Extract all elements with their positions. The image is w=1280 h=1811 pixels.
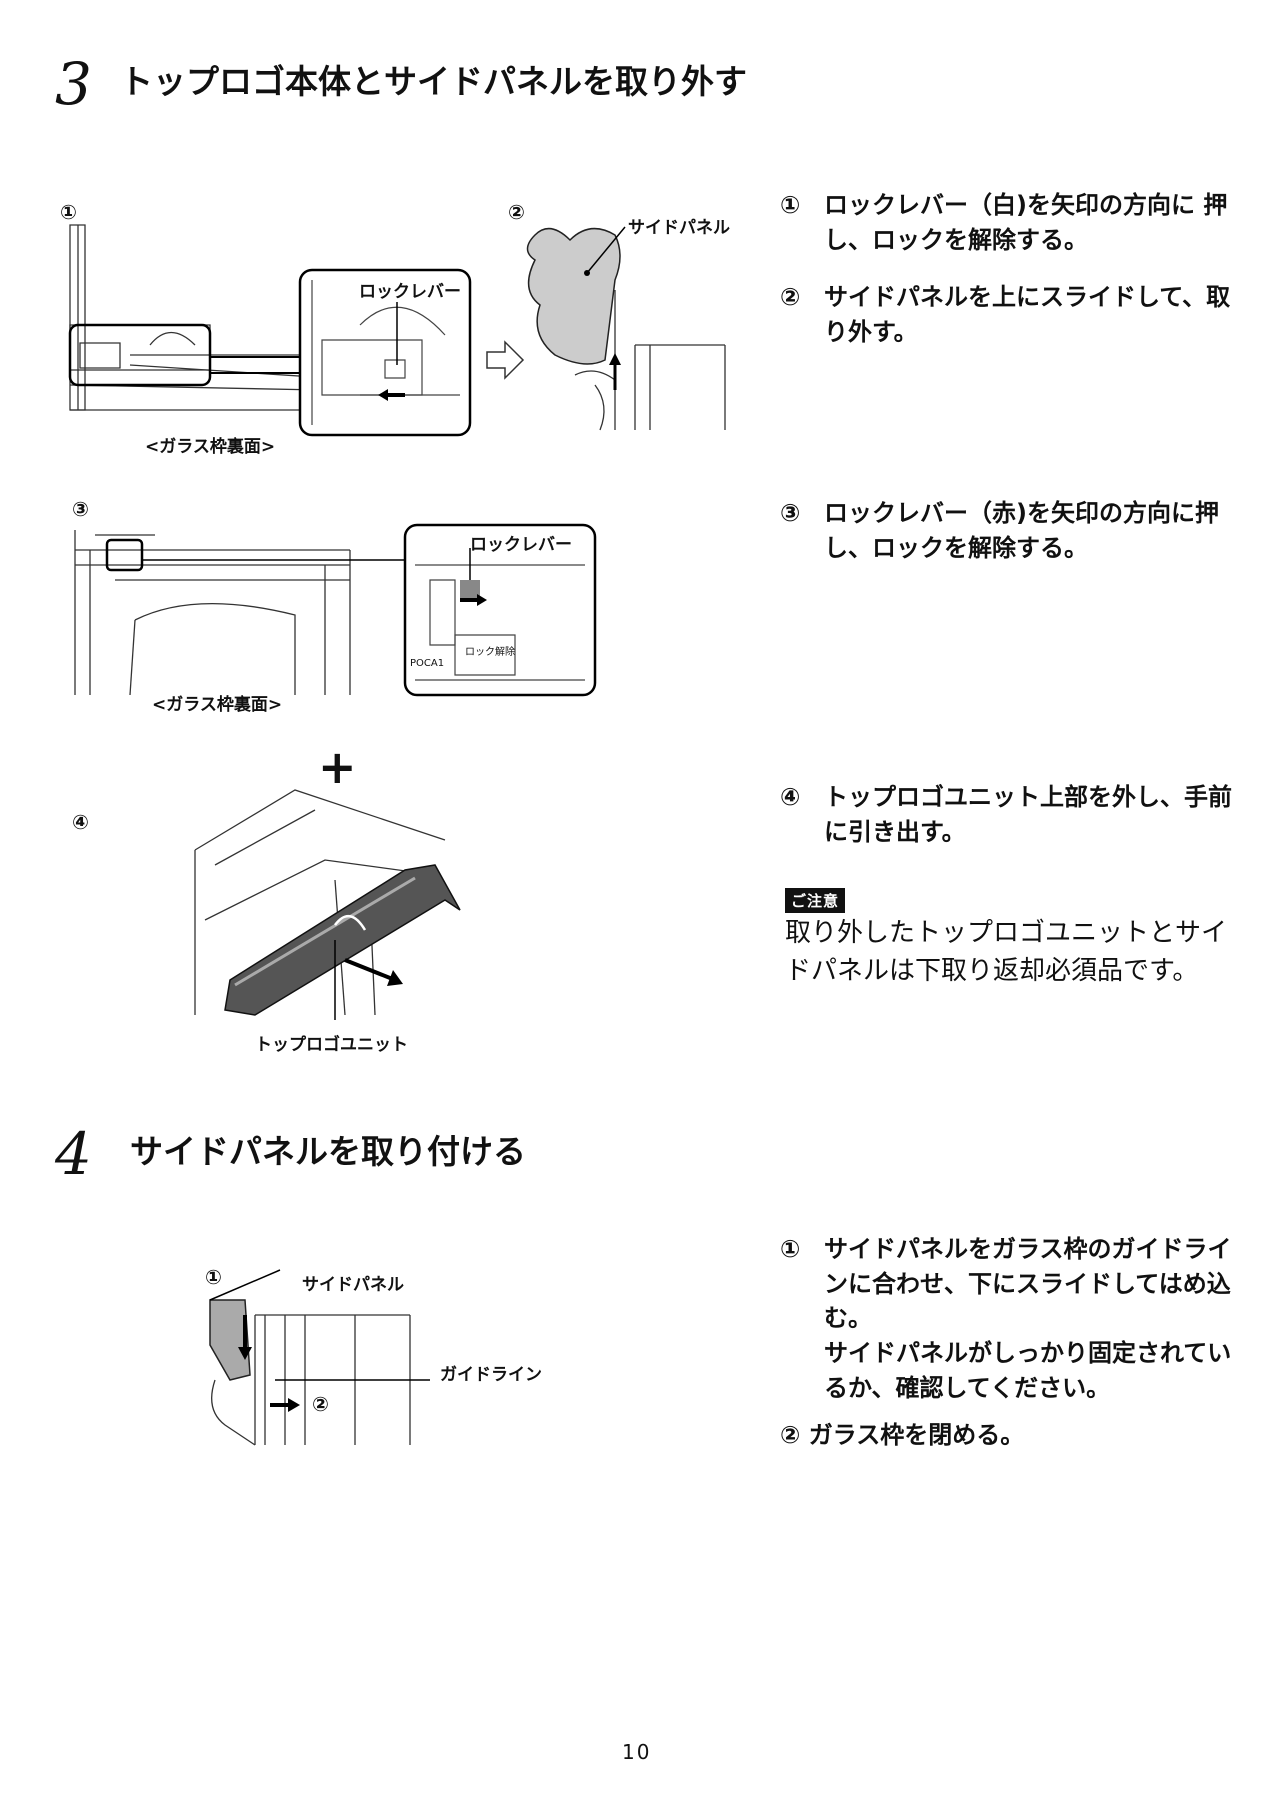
s3-step-1-num: ① — [780, 191, 801, 219]
s3-step-3-num: ③ — [780, 499, 801, 527]
s3-step-2-text: サイドパネルを上にスライドして、取り外す。 — [824, 282, 1231, 346]
section-4-number: 4 — [55, 1120, 92, 1188]
s4-step-2-num: ② — [780, 1421, 801, 1449]
section-3-title: トップロゴ本体とサイドパネルを取り外す — [120, 62, 747, 101]
s4-step-2-text: ガラス枠を閉める。 — [808, 1421, 1025, 1449]
s4-fig-callout-side-panel: サイドパネル — [302, 1275, 404, 1295]
fig3-marker: ③ — [72, 497, 89, 521]
s4-fig-marker-1: ① — [205, 1265, 222, 1289]
s3-step-4: ④ トップロゴユニット上部を外し、手前に引き出す。 — [780, 780, 1240, 849]
caution-text: 取り外したトップロゴユニットとサイドパネルは下取り返却必須品です。 — [785, 918, 1228, 986]
s4-step-1-num: ① — [780, 1235, 801, 1263]
fig4-illustration — [195, 790, 495, 1025]
caution-tag: ご注意 — [785, 888, 846, 913]
fig2-callout-side-panel: サイドパネル — [628, 218, 730, 238]
s4-step-2: ② ガラス枠を閉める。 — [780, 1418, 1240, 1453]
fig3-illustration — [75, 520, 600, 695]
fig1-callout-lock-lever: ロックレバー — [355, 277, 465, 302]
fig1-caption: <ガラス枠裏面> — [145, 437, 276, 457]
s3-step-2-num: ② — [780, 283, 801, 311]
section-3-number: 3 — [55, 50, 92, 118]
s3-step-3: ③ ロックレバー（赤)を矢印の方向に押し、ロックを解除する。 — [780, 496, 1240, 565]
s3-step-1-text: ロックレバー（白)を矢印の方向に 押し、ロックを解除する。 — [824, 190, 1228, 254]
fig3-callout-lock-lever: ロックレバー — [470, 535, 572, 555]
s4-fig-marker-2: ② — [312, 1392, 329, 1416]
page-number: 10 — [622, 1740, 652, 1764]
section-4-title: サイドパネルを取り付ける — [130, 1132, 526, 1171]
s4-fig-illustration — [205, 1285, 535, 1445]
s3-step-3-text: ロックレバー（赤)を矢印の方向に押し、ロックを解除する。 — [824, 498, 1219, 562]
fig3-caption: <ガラス枠裏面> — [152, 695, 283, 715]
fig2-marker: ② — [508, 200, 525, 224]
fig1-marker: ① — [60, 200, 77, 224]
s3-step-1: ① ロックレバー（白)を矢印の方向に 押し、ロックを解除する。 — [780, 188, 1240, 257]
fig3-small-label-unlock: ロック解除 — [465, 647, 515, 658]
fig2-illustration — [515, 225, 730, 435]
s4-step-1: ① サイドパネルをガラス枠のガイドラインに合わせ、下にスライドしてはめ込む。 サイ… — [780, 1232, 1240, 1406]
fig3-small-label-poca: POCA1 — [410, 658, 445, 669]
fig1-illustration — [60, 225, 480, 440]
s4-step-1-text2: サイドパネルがしっかり固定されているか、確認してください。 — [824, 1339, 1232, 1402]
plus-sign: + — [318, 740, 357, 794]
s3-step-4-num: ④ — [780, 783, 801, 811]
fig4-callout-top-logo-unit: トップロゴユニット — [255, 1035, 408, 1055]
s4-fig-callout-guideline: ガイドライン — [440, 1365, 542, 1385]
next-arrow-icon — [485, 340, 525, 380]
s3-step-2: ② サイドパネルを上にスライドして、取り外す。 — [780, 280, 1240, 349]
fig4-marker: ④ — [72, 810, 89, 834]
s4-step-1-text: サイドパネルをガラス枠のガイドラインに合わせ、下にスライドしてはめ込む。 — [824, 1234, 1232, 1333]
s3-step-4-text: トップロゴユニット上部を外し、手前に引き出す。 — [824, 782, 1232, 846]
